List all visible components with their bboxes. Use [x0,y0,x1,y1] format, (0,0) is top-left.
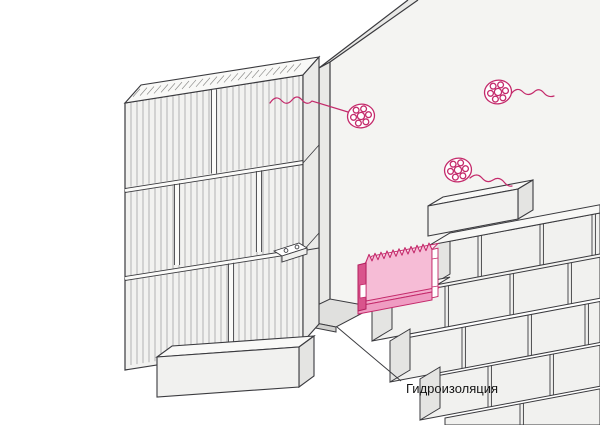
bracket-screw-hole [283,248,289,253]
anchor-cord [469,174,513,187]
block-end-face [302,55,320,344]
waterproofing-label: Гидроизоляция [406,381,498,396]
insulation-anchors [269,77,555,187]
wall-tie-bracket [272,242,320,263]
starter-profile [357,242,441,315]
brick-end-face [389,328,411,383]
starter-profile-right-end [431,247,439,299]
block-ribs-course3 [130,253,300,366]
block-ribs-course1 [130,76,300,187]
brick-end-face [419,366,441,421]
anchor-cord [510,88,555,98]
loose-brick [427,179,534,237]
ceramic-block-wall [123,55,321,371]
brick-vertical-joints [444,213,596,425]
block-vertical-joints [173,89,263,347]
anchor-cord [269,96,349,113]
waterproofing-callout: Гидроизоляция [336,326,498,396]
bracket-screw-hole [294,244,300,250]
placed-brick [155,334,316,398]
leader-line [336,326,402,382]
block-course-joints [124,160,304,281]
wall-top-face [429,204,600,246]
block-top-slot-marks [132,63,302,97]
